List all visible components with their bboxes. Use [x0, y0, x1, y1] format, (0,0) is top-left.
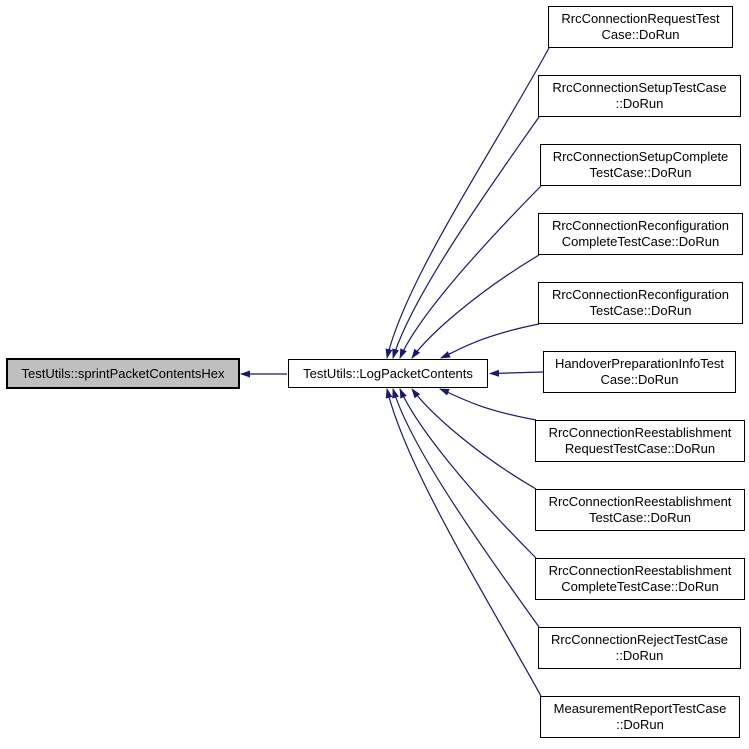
node-label: TestUtils::sprintPacketContentsHex [21, 365, 225, 381]
edge-caller-1 [392, 116, 540, 359]
node-label-line2: TestCase::DoRun [589, 165, 692, 180]
node-label-line2: RequestTestCase::DoRun [564, 441, 716, 456]
node-label-line2: CompleteTestCase::DoRun [561, 234, 720, 249]
node-label-line1: RrcConnectionRejectTestCase [550, 632, 729, 647]
node-label-line1: RrcConnectionReconfiguration [551, 287, 730, 302]
node-rrc-connection-setup-test-case-dorun[interactable]: RrcConnectionSetupTestCase ::DoRun [538, 75, 741, 117]
edge-caller-8 [399, 388, 537, 559]
edge-caller-4 [440, 323, 540, 359]
node-measurement-report-test-case-dorun[interactable]: MeasurementReportTestCase ::DoRun [540, 696, 740, 738]
node-label-line2: ::DoRun [615, 96, 664, 111]
node-rrc-connection-reconfiguration-complete-test-case-dorun[interactable]: RrcConnectionReconfiguration CompleteTes… [538, 213, 743, 255]
edge-caller-5 [489, 369, 544, 377]
node-label-line2: Case::DoRun [601, 27, 680, 42]
node-label-line1: HandoverPreparationInfoTest [554, 356, 725, 371]
node-label-line2: TestCase::DoRun [589, 303, 692, 318]
node-label-line1: RrcConnectionSetupTestCase [552, 80, 727, 95]
edge-caller-10 [385, 388, 542, 697]
node-label-line2: ::DoRun [616, 717, 664, 732]
node-rrc-connection-reconfiguration-test-case-dorun[interactable]: RrcConnectionReconfiguration TestCase::D… [538, 282, 743, 324]
node-rrc-connection-setup-complete-test-case-dorun[interactable]: RrcConnectionSetupComplete TestCase::DoR… [540, 144, 741, 186]
node-sprint-packet-contents-hex: TestUtils::sprintPacketContentsHex [6, 358, 240, 389]
node-label-line1: RrcConnectionReestablishment [548, 425, 732, 440]
edge-caller-6 [439, 388, 537, 421]
node-rrc-connection-reject-test-case-dorun[interactable]: RrcConnectionRejectTestCase ::DoRun [538, 627, 741, 669]
node-rrc-connection-reestablishment-request-test-case-dorun[interactable]: RrcConnectionReestablishment RequestTest… [535, 420, 745, 462]
node-label-line1: RrcConnectionSetupComplete [552, 149, 729, 164]
node-label-line1: RrcConnectionReestablishment [548, 494, 732, 509]
node-rrc-connection-request-test-case-dorun[interactable]: RrcConnectionRequestTest Case::DoRun [548, 6, 733, 48]
node-log-packet-contents[interactable]: TestUtils::LogPacketContents [288, 359, 488, 388]
node-handover-preparation-info-test-case-dorun[interactable]: HandoverPreparationInfoTest Case::DoRun [543, 351, 736, 393]
node-rrc-connection-reestablishment-complete-test-case-dorun[interactable]: RrcConnectionReestablishment CompleteTes… [535, 558, 745, 600]
node-label-line1: RrcConnectionRequestTest [561, 11, 720, 26]
node-label: TestUtils::LogPacketContents [303, 365, 473, 381]
node-label-line2: Case::DoRun [600, 372, 679, 387]
node-label-line1: RrcConnectionReconfiguration [551, 218, 730, 233]
node-label-line2: ::DoRun [615, 648, 664, 663]
edge-caller-3 [411, 254, 540, 359]
node-label-line2: CompleteTestCase::DoRun [561, 579, 719, 594]
node-label-line1: MeasurementReportTestCase [553, 701, 727, 716]
edge-caller-7 [411, 388, 537, 490]
edge-caller-9 [392, 388, 540, 628]
node-rrc-connection-reestablishment-test-case-dorun[interactable]: RrcConnectionReestablishment TestCase::D… [535, 489, 745, 531]
node-label-line1: RrcConnectionReestablishment [548, 563, 732, 578]
edge-caller-0 [385, 47, 550, 359]
edge-caller-2 [399, 185, 542, 359]
node-label-line2: TestCase::DoRun [589, 510, 691, 525]
